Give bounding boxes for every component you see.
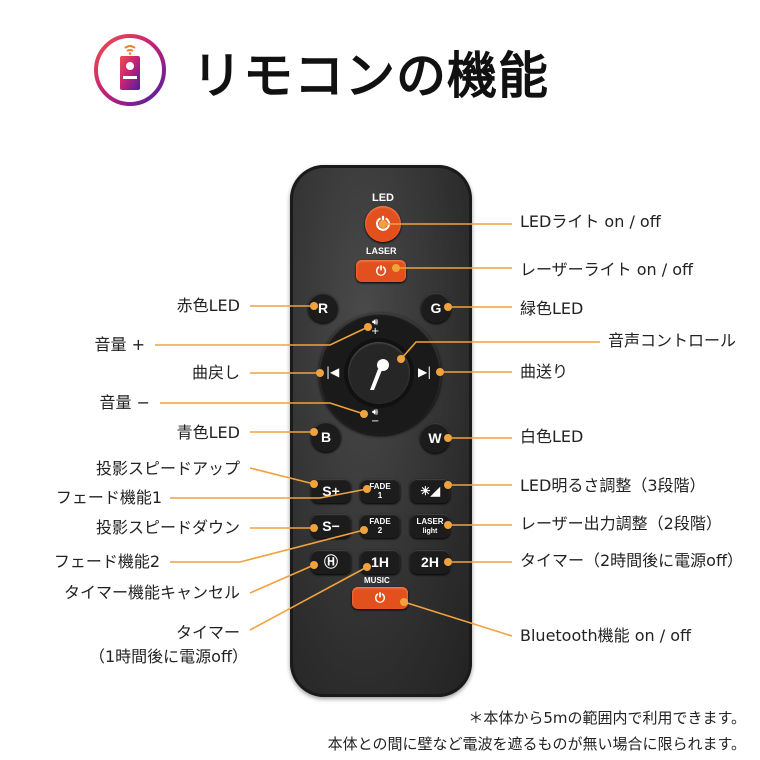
laser-light-sub: light xyxy=(422,527,438,535)
callout-previous-track: 曲戻し xyxy=(191,363,240,382)
previous-track-icon[interactable]: |◀ xyxy=(326,365,340,379)
callout-volume-up: 音量 + xyxy=(94,335,146,354)
page-title: リモコンの機能 xyxy=(192,47,549,105)
callout-speed-up: 投影スピードアップ xyxy=(95,459,240,478)
next-track-icon[interactable]: ▶| xyxy=(418,365,432,379)
volume-up-icon: 🔊︎+ xyxy=(371,317,380,337)
callout-timer-1h-detail: （1時間後に電源off） xyxy=(89,647,248,666)
timer-2h-button[interactable]: 2H xyxy=(410,550,450,574)
callout-fade1: フェード機能1 xyxy=(55,488,162,507)
power-icon: ⏻ xyxy=(374,590,386,605)
callout-bluetooth: Bluetooth機能 on / off xyxy=(520,626,692,645)
callout-timer-1h: タイマー xyxy=(175,623,240,642)
brightness-button[interactable]: ☀◢ xyxy=(410,479,450,503)
callout-green-led: 緑色LED xyxy=(520,299,584,318)
fade1-label: FADE xyxy=(369,482,391,491)
laser-light-label: LASER xyxy=(416,516,444,526)
laser-label: LASER xyxy=(366,246,397,256)
volume-down-icon: 🔊︎− xyxy=(371,407,380,427)
callout-next-track: 曲送り xyxy=(520,362,569,381)
remote-wifi-icon xyxy=(94,34,166,106)
music-power-button[interactable]: ⏻ xyxy=(352,587,408,609)
callout-red-led: 赤色LED xyxy=(176,296,240,315)
footnote-obstacles: 本体との間に壁など電波を遮るものが無い場合に限られます。 xyxy=(327,735,746,753)
callout-brightness: LED明るさ調整（3段階） xyxy=(520,476,706,495)
led-label: LED xyxy=(372,192,394,204)
speed-down-button[interactable]: S− xyxy=(311,514,351,538)
callout-timer-2h: タイマー（2時間後に電源off） xyxy=(520,551,743,570)
callout-voice-control: 音声コントロール xyxy=(608,331,737,350)
callout-fade2: フェード機能2 xyxy=(53,552,160,571)
fade2-label: FADE xyxy=(369,517,391,526)
fade2-number: 2 xyxy=(377,526,383,535)
callout-blue-led: 青色LED xyxy=(176,423,240,442)
callout-white-led: 白色LED xyxy=(520,427,584,446)
power-icon: ⏻ xyxy=(375,263,387,278)
callout-volume-down: 音量 − xyxy=(99,393,151,412)
volume-minus-label: − xyxy=(371,416,380,427)
callout-laser-power: レーザーライト on / off xyxy=(520,260,694,279)
footnote-range: ＊本体から5mの範囲内で利用できます。 xyxy=(468,709,746,727)
fade1-number: 1 xyxy=(377,491,383,500)
brightness-icon: ☀◢ xyxy=(420,484,440,498)
callout-timer-cancel: タイマー機能キャンセル xyxy=(63,583,240,602)
callout-speed-down: 投影スピードダウン xyxy=(95,518,240,537)
timer-cancel-icon: Ⓗ xyxy=(324,554,338,570)
callout-laser-output: レーザー出力調整（2段階） xyxy=(520,514,722,533)
callout-led-power: LEDライト on / off xyxy=(520,212,661,231)
timer-cancel-button[interactable]: Ⓗ xyxy=(311,550,351,574)
music-label: MUSIC xyxy=(364,576,390,585)
volume-plus-label: + xyxy=(371,326,380,337)
blue-led-button[interactable]: B xyxy=(311,422,341,452)
microphone-icon xyxy=(370,359,389,390)
